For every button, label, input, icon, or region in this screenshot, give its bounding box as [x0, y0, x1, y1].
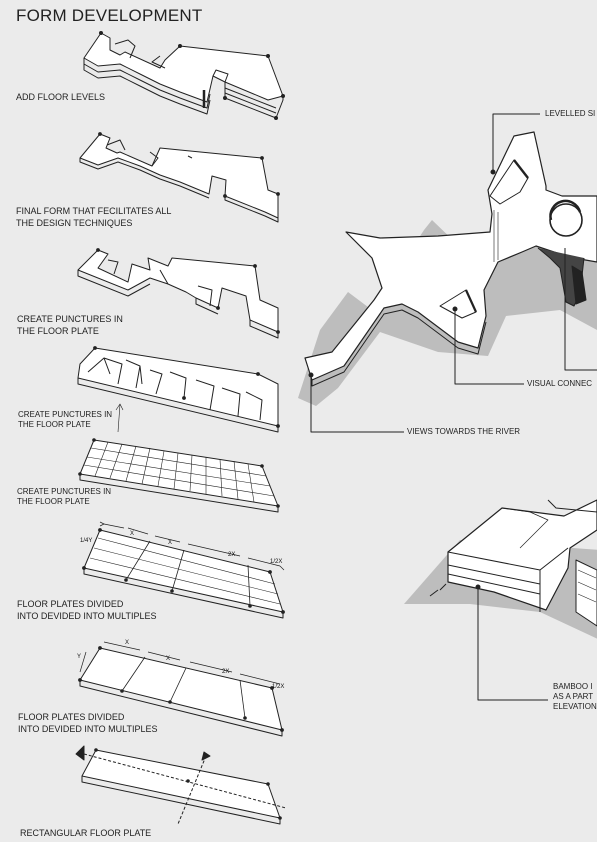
- dim-label-x-d: X: [166, 656, 170, 662]
- plan-form: [298, 113, 597, 433]
- label-punctures-a: CREATE PUNCTURES IN THE FLOOR PLATE: [17, 314, 123, 336]
- step-divided-lower: [78, 641, 284, 737]
- step-punctures-4: [77, 346, 280, 433]
- label-rectangular-plate: RECTANGULAR FLOOR PLATE: [20, 828, 152, 838]
- dim-label-half-x: 1/2X: [270, 559, 282, 565]
- dim-label-2x-b: 2X: [222, 669, 229, 675]
- dim-label-x-b: X: [168, 540, 172, 546]
- step-punctures-5: [78, 438, 280, 513]
- label-punctures-b: CREATE PUNCTURES IN THE FLOOR PLATE: [18, 410, 113, 429]
- label-divided-a: FLOOR PLATES DIVIDED INTO DEVIDED INTO M…: [17, 599, 157, 621]
- step-rectangular-plate: [75, 745, 287, 825]
- label-final-form: FINAL FORM THAT FECILITATES ALL THE DESI…: [16, 206, 172, 228]
- label-add-floor-levels: ADD FLOOR LEVELS: [16, 92, 106, 102]
- page-title: FORM DEVELOPMENT: [16, 6, 203, 25]
- label-divided-b: FLOOR PLATES DIVIDED INTO DEVIDED INTO M…: [18, 712, 158, 734]
- step-divided-upper: [82, 521, 285, 619]
- dim-label-x-c: X: [125, 640, 129, 646]
- annotation-visual: VISUAL CONNEC: [527, 379, 593, 388]
- block-form: [404, 499, 597, 701]
- dim-label-x-a: X: [130, 531, 134, 537]
- dim-label-half-x-b: 1/2X: [272, 684, 284, 690]
- annotation-river: VIEWS TOWARDS THE RIVER: [407, 427, 521, 436]
- annotation-levelled: LEVELLED SI: [545, 109, 596, 118]
- dim-label-2x: 2X: [228, 552, 235, 558]
- annotation-bamboo: BAMBOO I AS A PART ELEVATION: [553, 682, 597, 711]
- label-punctures-c: CREATE PUNCTURES IN THE FLOOR PLATE: [17, 487, 112, 506]
- step-punctures-3: [77, 248, 280, 339]
- step-final-form: [79, 132, 280, 223]
- step-add-floor-levels: [83, 31, 285, 120]
- dim-label-y: Y: [77, 654, 81, 660]
- dim-label-1-4y: 1/4Y: [80, 538, 92, 544]
